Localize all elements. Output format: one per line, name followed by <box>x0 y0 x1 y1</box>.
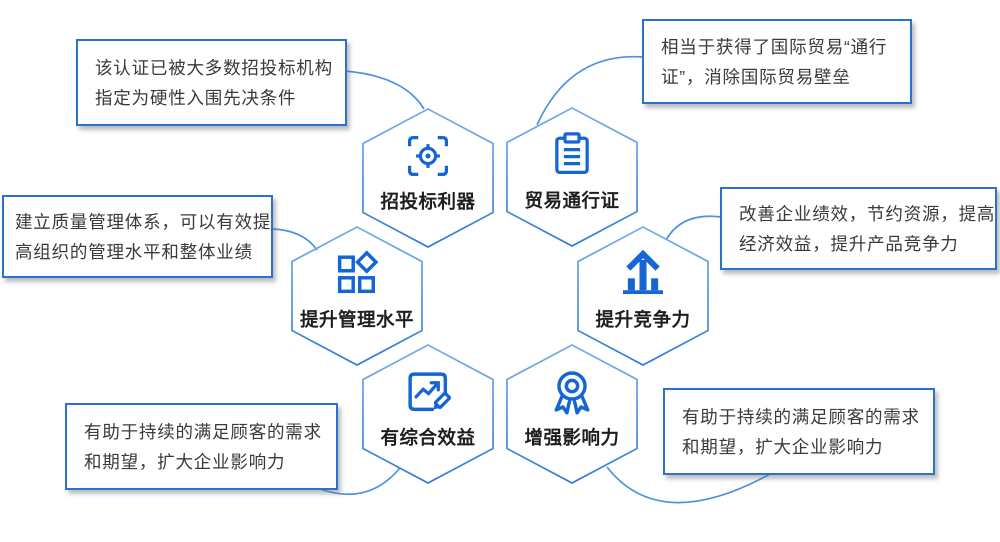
connector-curve-competitiveness <box>665 215 722 241</box>
hexagon-label-influence: 增强影响力 <box>524 427 620 448</box>
callout-text-line: 改善企业绩效，节约资源，提高 <box>739 203 996 224</box>
chart-pencil-icon <box>408 372 451 412</box>
callout-text-line: 有助于持续的满足顾客的需求 <box>682 406 920 427</box>
connector-curve-bidding <box>344 70 425 110</box>
callout-bidding: 该认证已被大多数招投标机构 指定为硬性入围先决条件 <box>76 39 347 126</box>
callout-trade: 相当于获得了国际贸易“通行 证”，消除国际贸易壁垒 <box>642 19 912 104</box>
growth-arrow-icon <box>622 249 664 295</box>
connector-curve-benefit <box>319 467 401 496</box>
clipboard-checklist-icon <box>555 132 589 174</box>
callout-text-line: 证”，消除国际贸易壁垒 <box>661 66 851 87</box>
hexagon-competitiveness <box>577 226 709 366</box>
callout-text-line: 有助于持续的满足顾客的需求 <box>84 421 322 442</box>
hexagon-label-competitiveness: 提升竞争力 <box>595 309 691 330</box>
callout-influence: 有助于持续的满足顾客的需求 和期望，扩大企业影响力 <box>663 388 935 475</box>
hexagon-benefit <box>362 344 494 484</box>
callout-benefit: 有助于持续的满足顾客的需求 和期望，扩大企业影响力 <box>65 403 338 490</box>
hexagon-influence <box>506 344 638 484</box>
callout-text-line: 高组织的管理水平和整体业绩 <box>15 241 253 262</box>
callout-text-line: 和期望，扩大企业影响力 <box>84 451 286 472</box>
award-medal-icon <box>554 371 590 415</box>
connector-curve-influence <box>606 466 773 504</box>
callout-text-line: 建立质量管理体系，可以有效提 <box>15 211 272 232</box>
hexagon-bidding <box>362 108 494 248</box>
callout-competitiveness: 改善企业绩效，节约资源，提高 经济效益，提升产品竞争力 <box>720 187 997 270</box>
hexagon-label-benefit: 有综合效益 <box>380 427 476 448</box>
hexagon-trade <box>506 107 638 247</box>
hexagon-label-trade: 贸易通行证 <box>524 190 620 211</box>
connector-curve-management <box>271 228 318 251</box>
crosshair-target-icon <box>407 135 449 177</box>
connector-curve-trade <box>536 55 644 126</box>
callout-text-line: 经济效益，提升产品竞争力 <box>739 233 959 254</box>
layout-components-icon <box>337 250 379 294</box>
hexagon-management <box>291 226 423 366</box>
hexagon-label-management: 提升管理水平 <box>299 309 414 330</box>
callout-text-line: 指定为硬性入围先决条件 <box>95 87 297 108</box>
callout-text-line: 和期望，扩大企业影响力 <box>682 436 884 457</box>
hexagon-label-bidding: 招投标利器 <box>380 191 476 212</box>
callout-text-line: 该认证已被大多数招投标机构 <box>95 57 333 78</box>
callout-text-line: 相当于获得了国际贸易“通行 <box>661 36 888 57</box>
callout-management: 建立质量管理体系，可以有效提 高组织的管理水平和整体业绩 <box>2 195 273 278</box>
